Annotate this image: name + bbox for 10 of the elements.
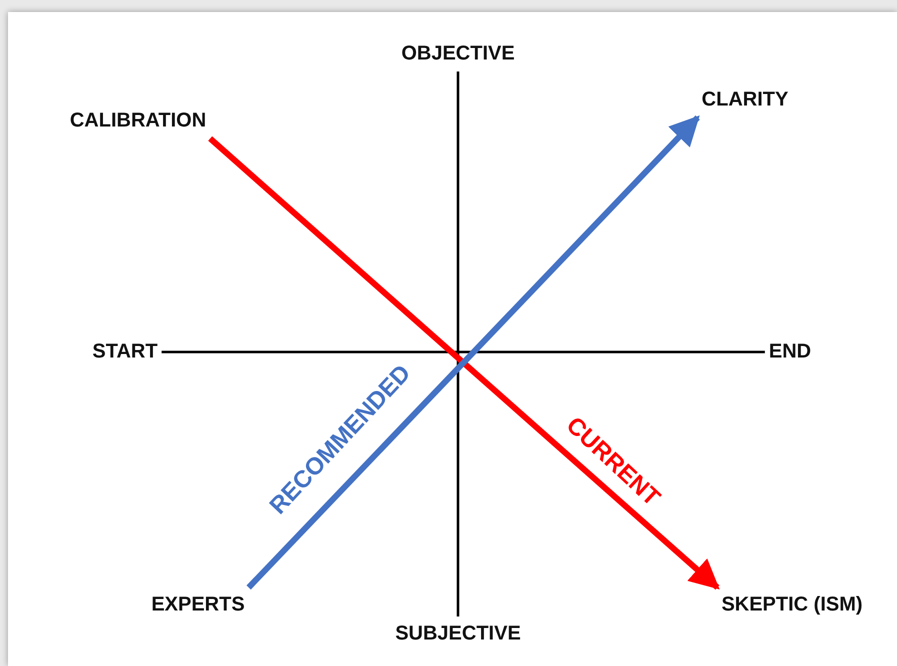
axis-label: SKEPTIC (ISM) — [717, 588, 867, 622]
axis-line — [456, 72, 460, 616]
axis-label: OBJECTIVE — [397, 36, 519, 72]
axis-label: CALIBRATION — [66, 104, 210, 138]
axis-label: END — [764, 334, 816, 370]
axis-label: START — [88, 334, 162, 370]
axis-label: CLARITY — [698, 82, 792, 118]
axis-label: SUBJECTIVE — [391, 616, 525, 652]
axis-label: EXPERTS — [147, 588, 249, 622]
axis-line — [162, 350, 765, 354]
